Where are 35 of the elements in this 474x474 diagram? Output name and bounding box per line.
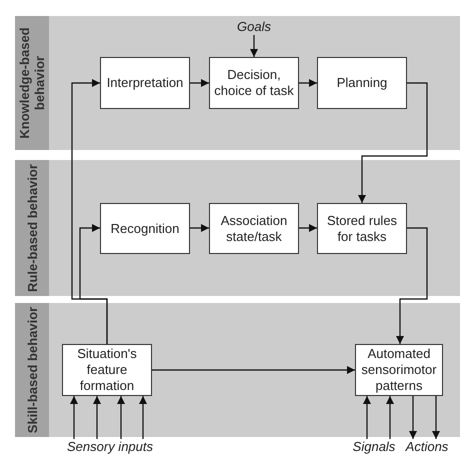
behavior-band: [15, 160, 460, 296]
behavior-band: [15, 16, 460, 150]
band-heading: Skill-based behavior: [24, 306, 40, 434]
arrow: [139, 396, 147, 439]
band-heading: Knowledge-based behavior: [17, 26, 47, 141]
arrow: [190, 79, 209, 87]
band-heading: Rule-based behavior: [24, 164, 40, 292]
process-box: Situation's feature formation: [62, 344, 152, 396]
process-box: Interpretation: [100, 57, 190, 109]
process-box: Planning: [317, 57, 407, 109]
process-box: Association state/task: [209, 203, 299, 254]
arrow: [250, 35, 258, 57]
arrow: [386, 396, 394, 439]
arrow: [93, 396, 101, 439]
io-label: Goals: [224, 19, 284, 35]
arrow: [79, 224, 108, 344]
arrow: [299, 79, 317, 87]
behavior-band: [15, 303, 460, 437]
io-label: Actions: [401, 439, 453, 455]
arrow: [409, 396, 417, 439]
arrow: [396, 227, 428, 344]
process-box: Automated sensorimotor patterns: [355, 344, 443, 396]
arrow: [70, 396, 78, 439]
arrow: [358, 82, 428, 203]
io-label: Signals: [350, 439, 398, 455]
arrow: [117, 396, 125, 439]
arrow: [190, 224, 209, 232]
process-box: Decision, choice of task: [209, 57, 299, 109]
process-box: Stored rules for tasks: [317, 203, 407, 254]
process-box: Recognition: [100, 203, 190, 254]
arrow: [432, 396, 440, 439]
arrow: [152, 366, 355, 374]
arrow: [363, 396, 371, 439]
arrow: [299, 224, 317, 232]
io-label: Sensory inputs: [60, 439, 160, 455]
